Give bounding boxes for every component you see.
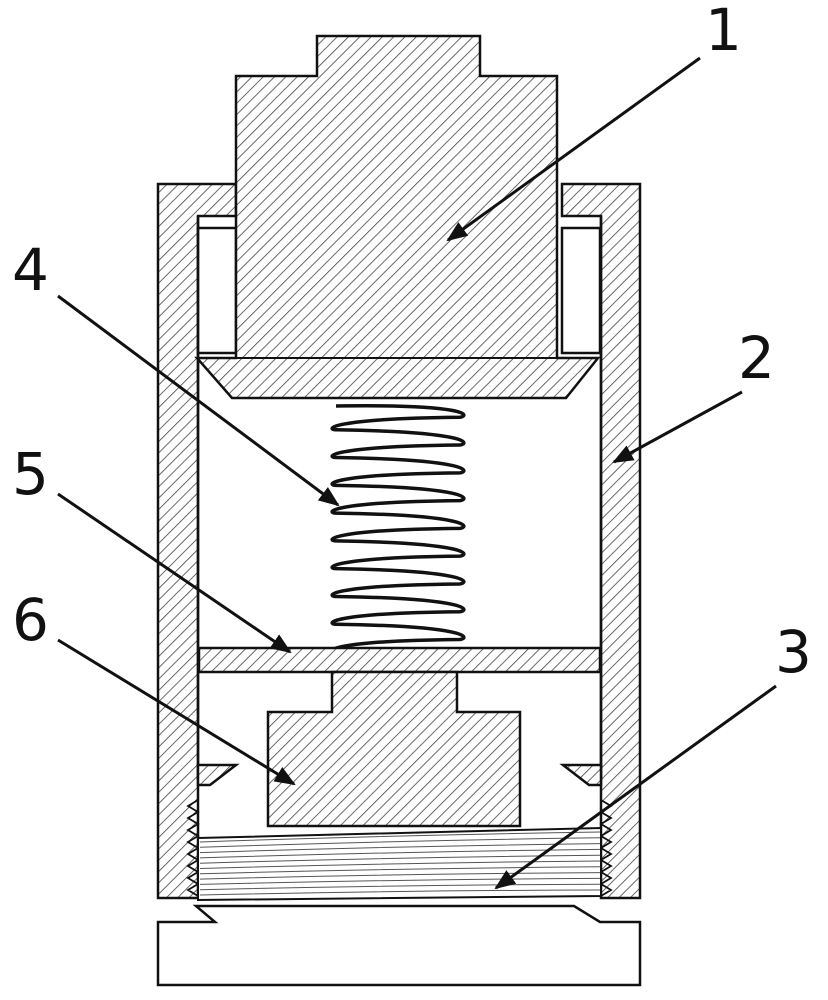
label-1: 1 (705, 0, 742, 64)
stack-sheet-line (199, 872, 601, 880)
label-6: 6 (12, 586, 49, 654)
stack-sheet-line (199, 866, 601, 875)
reference-numbers: 1 2 3 4 5 6 (12, 0, 812, 686)
plunger-head (194, 34, 601, 400)
stack-sheet-line (199, 831, 601, 843)
pressure-plate (197, 646, 602, 674)
leader-6 (57, 638, 296, 786)
leader-5 (57, 492, 292, 654)
spring (330, 404, 466, 654)
leader-2 (612, 390, 743, 464)
stack-sheet-line (199, 843, 601, 854)
stack-sheet-line (199, 860, 601, 869)
leader-3 (494, 684, 777, 890)
leader-lines (57, 56, 777, 890)
stack-sheet-line (199, 877, 601, 885)
label-3: 3 (775, 618, 812, 686)
housing-sleeve (156, 182, 642, 900)
stack-sheet-line (199, 837, 601, 848)
inner-block (266, 670, 522, 828)
leader-1 (446, 56, 701, 242)
base-plate (156, 904, 642, 987)
threaded-stack (197, 826, 602, 902)
label-2: 2 (738, 324, 775, 392)
label-4: 4 (12, 236, 49, 304)
label-5: 5 (12, 440, 49, 508)
leader-4 (57, 294, 340, 507)
stack-sheet-line (199, 889, 601, 896)
stack-sheet-line (199, 883, 601, 891)
stack-sheet-line (199, 854, 601, 864)
